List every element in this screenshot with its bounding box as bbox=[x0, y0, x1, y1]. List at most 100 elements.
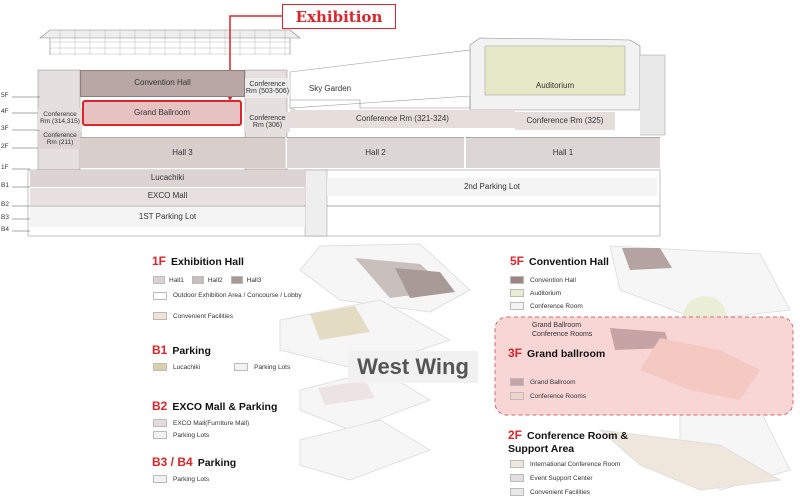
hall-2-room: Hall 2 bbox=[286, 137, 464, 168]
conference-rm-503-506: Conference Rm (503-506) bbox=[245, 78, 290, 98]
legend-auditorium-row: Auditorium bbox=[510, 289, 561, 297]
floor-1f-tag: 1F bbox=[1, 164, 9, 171]
swatch-parking-b2 bbox=[153, 431, 167, 439]
legend-1f-floor: 1F bbox=[152, 254, 167, 268]
legend-convenient-2f: Convenient Facilities bbox=[530, 488, 590, 496]
conference-rm-325: Conference Rm (325) bbox=[515, 112, 615, 130]
legend-conference-5f: Conference Room bbox=[530, 302, 583, 310]
legend-hall-row: Hall1 Hall2 Hall3 bbox=[153, 276, 261, 284]
floor-b1-tag: B1 bbox=[1, 182, 9, 189]
conference-rm-321-324: Conference Rm (321-324) bbox=[290, 110, 515, 128]
legend-outdoor: Outdoor Exhibition Area / Concourse / Lo… bbox=[173, 292, 302, 299]
swatch-hall3 bbox=[230, 276, 243, 284]
swatch-lucachiki bbox=[153, 363, 167, 371]
legend-convention: Convention Hall bbox=[530, 276, 576, 284]
swatch-outdoor bbox=[153, 292, 167, 300]
legend-1f-title: Exhibition Hall bbox=[171, 256, 244, 268]
legend-ballroom-row: Grand Ballroom bbox=[510, 378, 576, 386]
legend-exco-row: EXCO Mall(Furniture Mall) bbox=[153, 419, 249, 427]
floor-b3-tag: B3 bbox=[1, 214, 9, 221]
exhibition-callout: Exhibition bbox=[282, 4, 396, 29]
legend-5f-title: Convention Hall bbox=[529, 256, 609, 268]
swatch-event-support bbox=[510, 474, 524, 482]
legend-parking-b3-row: Parking Lots bbox=[153, 475, 209, 483]
grand-ballroom-room: Grand Ballroom bbox=[82, 100, 242, 126]
legend-intl-conf: International Conference Room bbox=[530, 460, 621, 468]
legend-convention-row: Convention Hall bbox=[510, 276, 576, 284]
legend-parking-b2: Parking Lots bbox=[173, 431, 210, 439]
swatch-conf-rooms-3f bbox=[510, 392, 524, 400]
floor-2f-tag: 2F bbox=[1, 143, 9, 150]
legend-b1-floor: B1 bbox=[152, 343, 168, 357]
hall-1-room: Hall 1 bbox=[465, 137, 660, 168]
legend-hall2: Hall2 bbox=[207, 276, 223, 284]
roof-canopy bbox=[39, 29, 301, 55]
legend-3f-floor: 3F bbox=[508, 346, 523, 360]
swatch-convention bbox=[510, 276, 524, 284]
conference-rm-306: Conference Rm (306) bbox=[245, 112, 290, 132]
legend-convenient-1f-row: Convenient Facilities bbox=[153, 312, 233, 320]
legend-4f-label: Grand Ballroom Conference Rooms bbox=[532, 322, 612, 340]
west-wing-label-box: West Wing bbox=[348, 351, 478, 383]
legend-b2-floor: B2 bbox=[152, 399, 168, 413]
swatch-exco bbox=[153, 419, 167, 427]
legend-exco: EXCO Mall(Furniture Mall) bbox=[173, 419, 250, 427]
legend-b3b4-title: Parking bbox=[197, 457, 237, 469]
legend-conf-rooms-3f-row: Conference Rooms bbox=[510, 392, 586, 400]
legend-2f-title: Conference Room & Support Area bbox=[508, 430, 628, 455]
legend-b1-title: Parking bbox=[172, 345, 211, 357]
callout-arrow bbox=[229, 15, 282, 96]
legend-parking-b2-row: Parking Lots bbox=[153, 431, 209, 439]
sky-garden-label: Sky Garden bbox=[308, 83, 352, 93]
legend-convenient-2f-row: Convenient Facilities bbox=[510, 488, 590, 496]
swatch-intl-conf bbox=[510, 460, 524, 468]
conference-rm-314-315: Conference Rm (314,315) bbox=[38, 108, 82, 130]
legend-event-support: Event Support Center bbox=[530, 474, 593, 482]
legend-3f-title: Grand ballroom bbox=[527, 348, 606, 360]
legend-b3b4-floor: B3 / B4 bbox=[152, 455, 193, 469]
lucachiki-room: Lucachiki bbox=[30, 170, 305, 187]
parking-1st-room: 1ST Parking Lot bbox=[30, 207, 305, 227]
legend-b2-title: EXCO Mall & Parking bbox=[172, 401, 278, 413]
swatch-conference-5f bbox=[510, 302, 524, 310]
swatch-convenient-1f bbox=[153, 312, 167, 320]
legend-5f-floor: 5F bbox=[510, 254, 525, 268]
legend-auditorium: Auditorium bbox=[530, 289, 562, 297]
legend-hall3: Hall3 bbox=[246, 276, 262, 284]
building-section-diagram: 5F 4F 3F 2F 1F B1 B2 B3 B4 Convention Ha… bbox=[0, 0, 800, 240]
legend-intl-conf-row: International Conference Room bbox=[510, 460, 620, 468]
sky-garden-roof bbox=[289, 49, 471, 109]
west-wing-label: West Wing bbox=[357, 354, 469, 379]
hall-3-room: Hall 3 bbox=[80, 137, 285, 168]
swatch-convenient-2f bbox=[510, 488, 524, 496]
auditorium-room: Auditorium bbox=[535, 80, 575, 90]
legend-lucachiki: Lucachiki bbox=[173, 363, 201, 371]
legend-4f-text: Grand Ballroom Conference Rooms bbox=[532, 322, 593, 338]
conference-rm-211: Conference Rm (211) bbox=[38, 131, 82, 149]
legend-ballroom: Grand Ballroom bbox=[530, 378, 576, 386]
swatch-parking-b1 bbox=[234, 363, 249, 371]
legend-event-support-row: Event Support Center bbox=[510, 474, 593, 482]
swatch-auditorium bbox=[510, 289, 524, 297]
floor-5f-tag: 5F bbox=[1, 92, 9, 99]
parking-2nd-room: 2nd Parking Lot bbox=[327, 178, 657, 196]
swatch-hall2 bbox=[191, 276, 204, 284]
exco-mall-room: EXCO Mall bbox=[30, 188, 305, 205]
legend-2f-floor: 2F bbox=[508, 428, 523, 442]
legend-hall1: Hall1 bbox=[169, 276, 184, 284]
swatch-parking-b3 bbox=[153, 475, 167, 483]
swatch-hall1 bbox=[153, 276, 165, 284]
legend-parking-b1: Parking Lots bbox=[254, 363, 291, 371]
swatch-ballroom bbox=[510, 378, 524, 386]
legend-parking-b3: Parking Lots bbox=[173, 475, 210, 483]
floor-3f-tag: 3F bbox=[1, 125, 9, 132]
legend-conference-5f-row: Conference Room bbox=[510, 302, 583, 310]
legend-convenient-1f: Convenient Facilities bbox=[173, 312, 233, 320]
legend-conf-rooms-3f: Conference Rooms bbox=[530, 392, 586, 400]
floor-b4-tag: B4 bbox=[1, 226, 9, 233]
legend-lucachiki-row: Lucachiki Parking Lots bbox=[153, 363, 290, 371]
floor-4f-tag: 4F bbox=[1, 108, 9, 115]
convention-hall-room: Convention Hall bbox=[80, 70, 245, 97]
exhibition-callout-title: Exhibition bbox=[295, 7, 383, 26]
legend-outdoor-row: Outdoor Exhibition Area / Concourse / Lo… bbox=[153, 292, 303, 300]
